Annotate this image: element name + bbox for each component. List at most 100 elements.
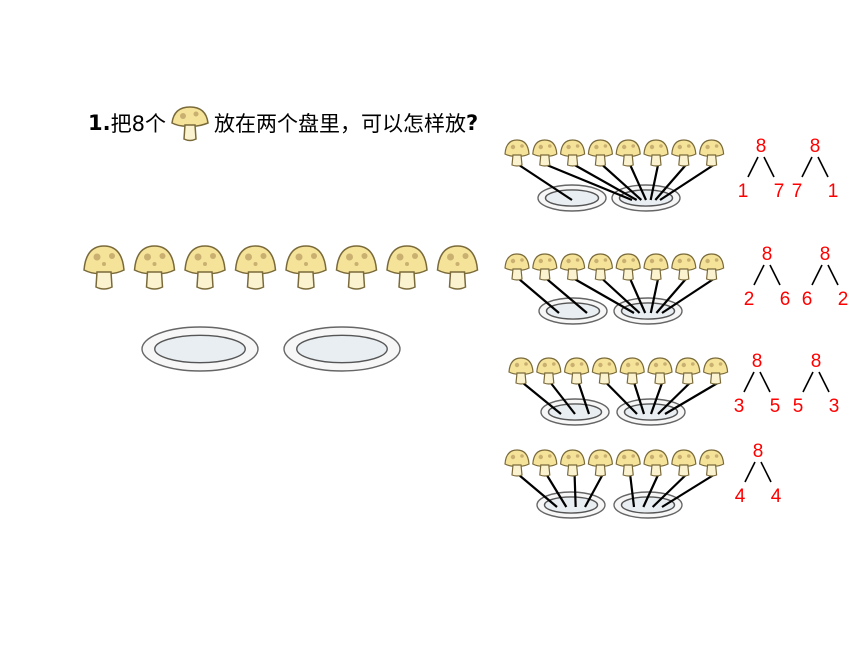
connector-line [605, 382, 638, 415]
connector-line [518, 164, 573, 201]
split-illustrations [504, 139, 729, 519]
connector-line [664, 382, 719, 415]
mushroom-icon [698, 253, 725, 281]
mushroom-row [83, 245, 479, 290]
mushroom-icon [386, 245, 428, 290]
split-row [508, 357, 729, 426]
mushroom-icon [559, 139, 586, 167]
question-text-before: 把8个 [110, 112, 166, 136]
tree-branch-left [744, 461, 756, 483]
mushroom-icon [436, 245, 479, 290]
connector-line [661, 474, 715, 508]
connector-line [659, 164, 715, 201]
mushroom-icon [559, 253, 586, 281]
tree-part-right: 5 [770, 396, 781, 417]
connector-line [573, 474, 577, 508]
connector-line [584, 474, 604, 508]
mushroom-icon [587, 139, 614, 167]
mushroom-icon [184, 245, 226, 290]
mushroom-icon [671, 253, 697, 281]
mushroom-icon [285, 245, 327, 290]
mushroom-icon [563, 357, 590, 385]
tree-total: 8 [811, 351, 822, 372]
mushroom-icon [591, 357, 618, 385]
plate-pair [141, 326, 401, 372]
tree-part-left: 4 [735, 486, 746, 507]
mushroom-icon [335, 245, 378, 290]
connector-line [649, 164, 660, 201]
question-number: 1. [88, 111, 111, 135]
split-row [504, 253, 725, 325]
tree-branch-right [827, 264, 839, 286]
mushroom-icon [615, 253, 641, 281]
question-title: 1. 把8个 放在两个盘里，可以怎样放 ? [88, 103, 478, 143]
tree-total: 8 [753, 441, 764, 462]
connector-line [629, 164, 648, 201]
mushroom-icon [559, 449, 586, 477]
tree-branch-left [811, 264, 823, 286]
tree-part-right: 1 [828, 181, 839, 202]
tree-part-right: 6 [780, 289, 791, 310]
connector-line [549, 382, 576, 415]
mushroom-icon [234, 245, 277, 290]
connector-line [601, 164, 643, 201]
tree-branch-right [818, 371, 830, 393]
plate-icon [613, 491, 683, 519]
number-tree: 8 2 6 [744, 244, 791, 310]
connector-line [629, 278, 647, 314]
mushroom-icon [508, 357, 534, 385]
mushroom-icon [171, 106, 209, 142]
tree-branch-right [759, 371, 771, 393]
connector-line [657, 382, 691, 415]
mushroom-icon [532, 139, 558, 167]
connector-line [518, 278, 560, 314]
mushroom-icon [615, 449, 641, 477]
split-row [504, 139, 725, 212]
connector-line [655, 278, 687, 314]
mushroom-icon [671, 139, 697, 167]
question-mark: ? [465, 111, 479, 135]
mushroom-icon [587, 449, 614, 477]
tree-total: 8 [820, 244, 831, 265]
connector-line [654, 164, 687, 201]
mushroom-icon [532, 253, 558, 281]
tree-part-left: 6 [802, 289, 813, 310]
tree-branch-left [802, 371, 814, 393]
connector-line [546, 278, 588, 314]
tree-part-right: 4 [771, 486, 782, 507]
tree-total: 8 [756, 136, 767, 157]
mushroom-icon [536, 357, 562, 385]
connector-line [661, 278, 715, 314]
tree-branch-left [753, 264, 765, 286]
mushroom-icon [675, 357, 701, 385]
tree-total: 8 [752, 351, 763, 372]
connector-line [522, 382, 562, 415]
connector-line [577, 382, 591, 415]
tree-part-left: 2 [744, 289, 755, 310]
connector-line [545, 474, 568, 508]
mushroom-icon [587, 253, 614, 281]
plate-icon [536, 491, 606, 519]
plate-icon [537, 184, 607, 212]
mushroom-icon [615, 139, 641, 167]
tree-part-left: 1 [738, 181, 749, 202]
connector-line [633, 382, 646, 415]
tree-total: 8 [810, 136, 821, 157]
connector-line [642, 474, 659, 508]
connector-line [546, 163, 633, 202]
tree-branch-right [817, 156, 829, 178]
mushroom-icon [504, 139, 530, 167]
mushroom-icon [504, 449, 530, 477]
plate-icon [540, 398, 610, 426]
connector-line [651, 474, 687, 508]
tree-branch-left [747, 156, 759, 178]
tree-total: 8 [762, 244, 773, 265]
question-text-after: 放在两个盘里，可以怎样放 [213, 112, 466, 136]
